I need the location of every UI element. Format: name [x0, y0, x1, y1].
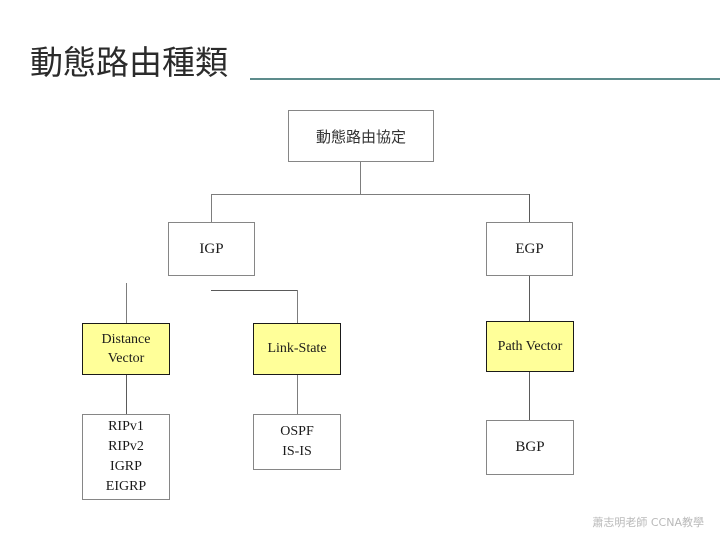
- node-category-egp[interactable]: EGP: [486, 222, 573, 276]
- connector-to-egp: [529, 194, 530, 223]
- connector-egp-to-path-vector: [529, 276, 530, 323]
- node-label: IGP: [199, 240, 224, 257]
- connector-distance-vector-to-rip: [126, 375, 127, 415]
- node-mechanism-path-vector[interactable]: Path Vector: [486, 321, 574, 372]
- page-title: 動態路由種類: [30, 43, 228, 82]
- connector-igp-right-drop: [297, 290, 298, 324]
- node-label: Link-State: [267, 341, 327, 356]
- node-label: Path Vector: [497, 338, 563, 354]
- connector-path-vector-to-bgp: [529, 372, 530, 420]
- node-category-igp[interactable]: IGP: [168, 222, 255, 276]
- node-mechanism-distance-vector[interactable]: Distance Vector: [82, 323, 170, 375]
- title-underline-rule: [250, 78, 720, 80]
- connector-link-state-to-ospf: [297, 375, 298, 415]
- connector-igp-left-drop: [126, 283, 127, 324]
- node-label: Distance Vector: [101, 332, 151, 366]
- node-label: OSPF IS-IS: [280, 424, 314, 459]
- connector-main-bus: [211, 194, 530, 195]
- node-label: BGP: [515, 439, 545, 455]
- connector-igp-bus: [211, 290, 298, 291]
- node-root-dynamic-routing-protocol[interactable]: 動態路由協定: [288, 110, 434, 162]
- node-label: 動態路由協定: [315, 127, 406, 146]
- footer-credit: 蕭志明老師 CCNA教學: [592, 516, 704, 529]
- node-protocols-path-vector[interactable]: BGP: [486, 420, 574, 475]
- node-protocols-distance-vector[interactable]: RIPv1 RIPv2 IGRP EIGRP: [82, 414, 170, 500]
- node-mechanism-link-state[interactable]: Link-State: [253, 323, 341, 375]
- connector-to-igp: [211, 194, 212, 223]
- connector-root-stem: [360, 162, 361, 195]
- node-protocols-link-state[interactable]: OSPF IS-IS: [253, 414, 341, 470]
- node-label: RIPv1 RIPv2 IGRP EIGRP: [105, 419, 147, 494]
- node-label: EGP: [515, 240, 544, 257]
